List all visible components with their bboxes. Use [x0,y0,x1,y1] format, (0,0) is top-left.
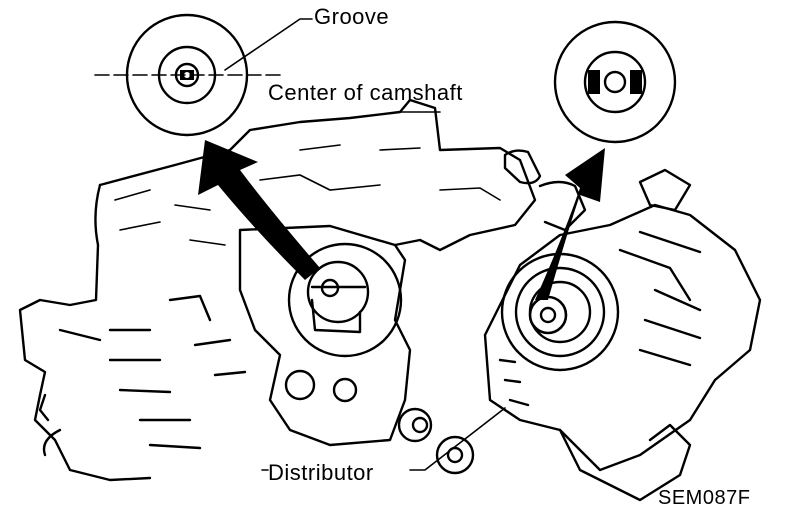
figure-code-label: SEM087F [658,487,751,509]
groove-label: Groove [314,4,390,29]
engine-block [18,98,587,482]
distributor-label: Distributor [268,460,374,485]
center-of-camshaft-label: Center of camshaft [268,80,463,105]
camshaft-end [287,242,403,358]
arrow-left [198,140,320,280]
groove-detail-circle [94,13,286,137]
leader-lines [224,18,506,471]
distributor-body [483,168,762,502]
arrow-right [535,148,605,300]
camshaft-detail-circle [553,20,677,144]
